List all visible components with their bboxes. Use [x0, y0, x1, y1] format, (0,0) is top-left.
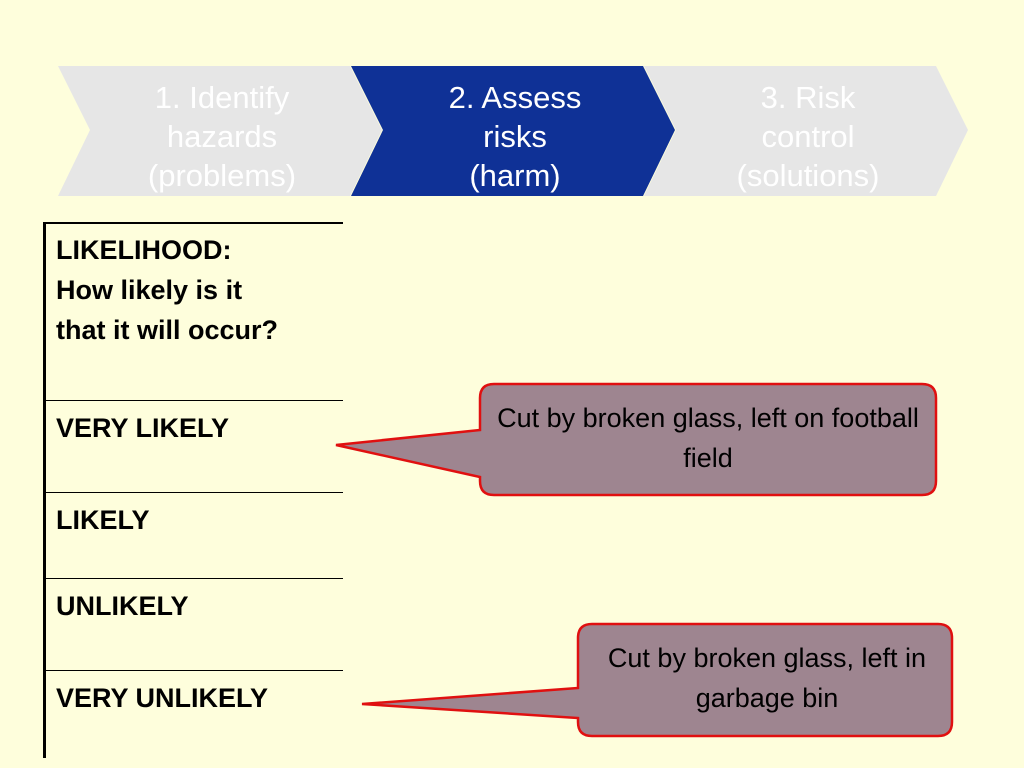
chevron-step-1 — [58, 66, 382, 196]
likelihood-table — [43, 222, 343, 758]
chevron-step-3 — [644, 66, 968, 196]
step-1-label: 1. Identify hazards (problems) — [147, 80, 297, 193]
likelihood-header: LIKELIHOOD: How likely is it that it wil… — [56, 235, 279, 345]
table-left-border — [43, 222, 46, 758]
callout-1-text: Cut by broken glass, left on football fi… — [497, 403, 919, 473]
likelihood-row-likely: LIKELY — [56, 505, 150, 535]
table-divider — [43, 578, 343, 579]
chevron-step-2 — [351, 66, 675, 196]
table-divider — [43, 400, 343, 401]
table-divider — [43, 670, 343, 671]
step-2-label: 2. Assess risks (harm) — [448, 80, 582, 193]
process-chevrons — [58, 66, 968, 196]
callout-2-text: Cut by broken glass, left in garbage bin — [607, 643, 927, 713]
table-top-border — [43, 222, 343, 224]
likelihood-row-unlikely: UNLIKELY — [56, 591, 189, 621]
callout-2-shape — [361, 622, 954, 738]
likelihood-row-very-likely: VERY LIKELY — [56, 413, 230, 443]
table-divider — [43, 492, 343, 493]
likelihood-row-very-unlikely: VERY UNLIKELY — [56, 683, 269, 713]
step-3-label: 3. Risk control (solutions) — [736, 80, 880, 193]
callout-1-shape — [335, 382, 938, 497]
